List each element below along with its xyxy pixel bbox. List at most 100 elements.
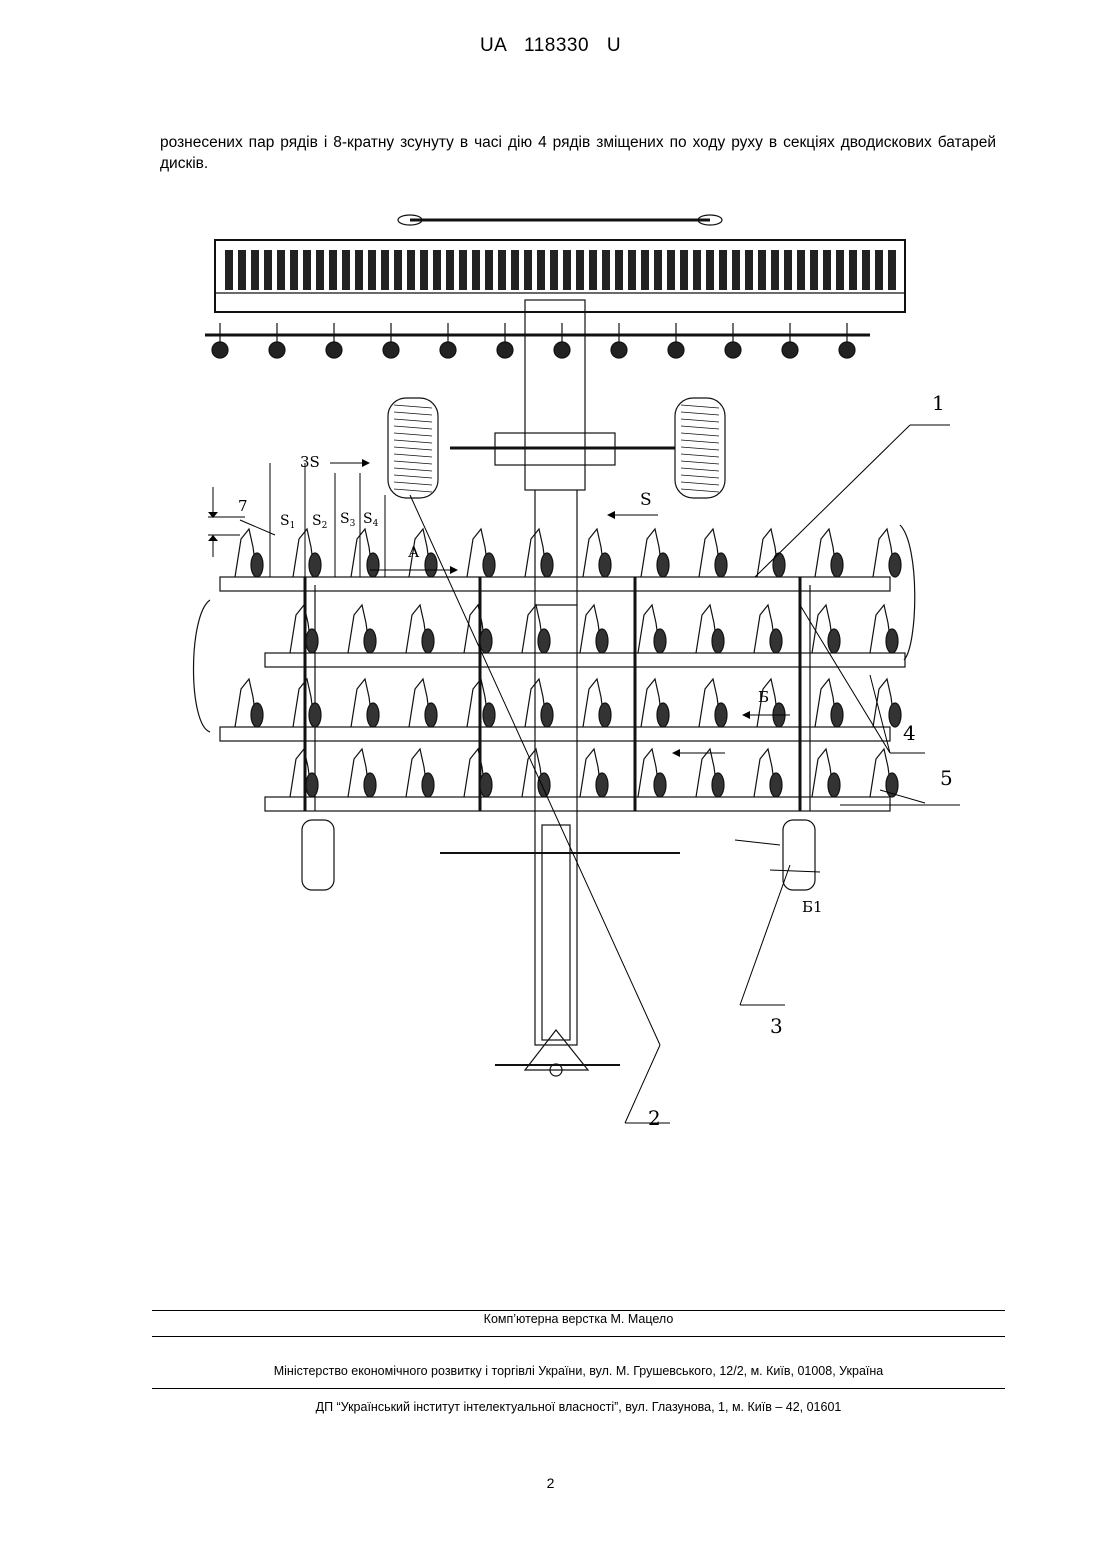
- roller-bar: [303, 250, 311, 290]
- hydraulic-hose-left: [194, 600, 211, 732]
- roller-bar: [771, 250, 779, 290]
- tread-line: [681, 405, 719, 408]
- disc-harrow-drawing: 1 2 3 4 5 7 3S S S1 S2 S3 S4 А Б Б1: [180, 205, 980, 1155]
- roller-bar: [810, 250, 818, 290]
- disc-blade: [480, 629, 492, 653]
- roller-bar: [667, 250, 675, 290]
- rear-disc: [440, 342, 456, 358]
- rear-disc: [611, 342, 627, 358]
- tread-line: [394, 475, 432, 478]
- tread-line: [681, 419, 719, 422]
- roller-bar: [433, 250, 441, 290]
- disc-blade: [712, 773, 724, 797]
- roller-bar: [524, 250, 532, 290]
- roller-bar: [615, 250, 623, 290]
- footer-rule-top: [152, 1310, 1005, 1311]
- roller-bar: [875, 250, 883, 290]
- roller-bar: [446, 250, 454, 290]
- disc-blade: [425, 703, 437, 727]
- roller-bar: [836, 250, 844, 290]
- dim-s2: S2: [312, 513, 327, 531]
- disc-blade: [425, 553, 437, 577]
- tread-line: [681, 475, 719, 478]
- disc-blade: [251, 553, 263, 577]
- roller-bar: [849, 250, 857, 290]
- machine-outline: [194, 215, 915, 1076]
- tread-line: [681, 468, 719, 471]
- roller-bar: [758, 250, 766, 290]
- tread-line: [394, 447, 432, 450]
- disc-blade: [831, 553, 843, 577]
- document-number: UA 118330 U: [0, 35, 1101, 57]
- roller-bar: [511, 250, 519, 290]
- disc-blade: [654, 773, 666, 797]
- disc-blade: [367, 703, 379, 727]
- disc-blade: [367, 553, 379, 577]
- disc-blade: [599, 703, 611, 727]
- disc-blade: [538, 773, 550, 797]
- callout-7: 7: [238, 497, 248, 515]
- rear-disc: [554, 342, 570, 358]
- disc-blade: [657, 703, 669, 727]
- disc-blade: [715, 553, 727, 577]
- roller-bars: [225, 250, 896, 290]
- disc-blade: [538, 629, 550, 653]
- rear-disc: [383, 342, 399, 358]
- roller-bar: [394, 250, 402, 290]
- disc-blade: [654, 629, 666, 653]
- rear-discs: [212, 323, 855, 358]
- roller-bar: [537, 250, 545, 290]
- roller-bar: [888, 250, 896, 290]
- callout-5: 5: [940, 766, 953, 790]
- rear-disc: [839, 342, 855, 358]
- hydraulic-hose-right: [900, 525, 915, 660]
- disc-blade: [364, 629, 376, 653]
- disc-blade: [483, 553, 495, 577]
- tread-line: [681, 447, 719, 450]
- roller-bar: [823, 250, 831, 290]
- rear-disc: [212, 342, 228, 358]
- rear-disc: [269, 342, 285, 358]
- tread-line: [394, 433, 432, 436]
- central-beam-upper: [525, 300, 585, 490]
- typesetting-credit: Комп’ютерна верстка М. Мацело: [152, 1312, 1005, 1326]
- disc-blade: [831, 703, 843, 727]
- support-wheel-right: [783, 820, 815, 890]
- footer-rule-middle: [152, 1336, 1005, 1337]
- figure-labels: 1 2 3 4 5 7 3S S S1 S2 S3 S4 А Б Б1: [238, 391, 953, 1130]
- roller-bar: [784, 250, 792, 290]
- drawing-canvas: 1 2 3 4 5 7 3S S S1 S2 S3 S4 А Б Б1: [180, 205, 980, 1155]
- institute-address: ДП “Український інститут інтелектуальної…: [152, 1400, 1005, 1414]
- roller-bar: [316, 250, 324, 290]
- disc-blade: [596, 629, 608, 653]
- callout-2: 2: [648, 1106, 661, 1130]
- disc-blade: [828, 629, 840, 653]
- roller-bar: [407, 250, 415, 290]
- callout-3: 3: [770, 1014, 783, 1038]
- rear-disc: [326, 342, 342, 358]
- roller-bar: [290, 250, 298, 290]
- tread-line: [394, 468, 432, 471]
- transport-wheel-left: [388, 398, 438, 498]
- roller-bar: [550, 250, 558, 290]
- tread-line: [394, 454, 432, 457]
- tread-line: [394, 489, 432, 492]
- disc-blade: [422, 629, 434, 653]
- roller-bar: [225, 250, 233, 290]
- disc-blade: [770, 773, 782, 797]
- disc-blade: [309, 553, 321, 577]
- disc-blade: [657, 553, 669, 577]
- disc-blade: [828, 773, 840, 797]
- roller-bar: [485, 250, 493, 290]
- disc-blade: [251, 703, 263, 727]
- disc-blade: [483, 703, 495, 727]
- tread-line: [681, 454, 719, 457]
- roller-bar: [329, 250, 337, 290]
- direction-a: А: [408, 543, 420, 561]
- roller-bar: [654, 250, 662, 290]
- roller-bar: [251, 250, 259, 290]
- tread-line: [681, 440, 719, 443]
- dim-s1: S1: [280, 513, 295, 531]
- tread-line: [681, 433, 719, 436]
- roller-bar: [368, 250, 376, 290]
